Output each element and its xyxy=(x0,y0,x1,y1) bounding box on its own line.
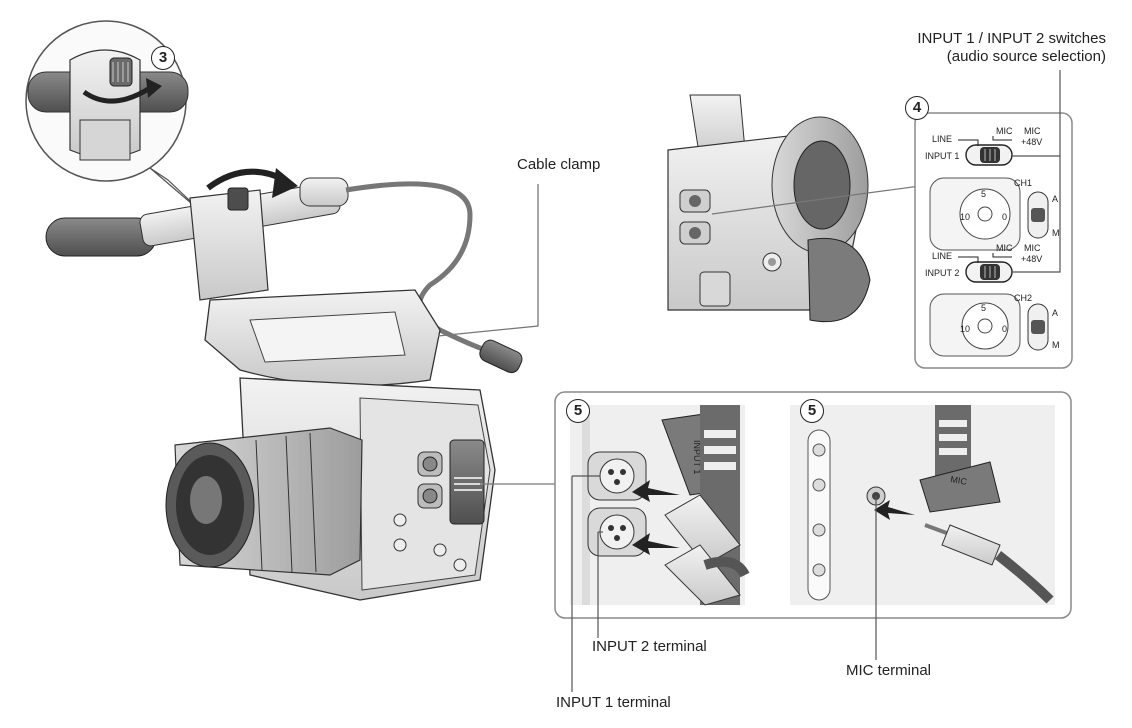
terminals-panel: INPUT 1 xyxy=(554,391,1072,692)
panel-m-1: M xyxy=(1052,228,1060,238)
panel-input1: INPUT 1 xyxy=(925,151,959,161)
input2-terminal-label: INPUT 2 terminal xyxy=(592,638,707,655)
panel-mic48-bottom-1: +48V xyxy=(1021,137,1042,147)
panel-mic48-bottom-2: +48V xyxy=(1021,254,1042,264)
panel-mic48-top-2: MIC xyxy=(1024,243,1041,253)
lens xyxy=(165,427,363,576)
step-3-marker: 3 xyxy=(151,46,175,70)
clamp-magnifier xyxy=(25,20,206,216)
cover-mic-text: MIC xyxy=(950,474,968,487)
panel-dial1-five: 5 xyxy=(981,189,986,199)
panel-dial2-zero: 0 xyxy=(1002,324,1007,334)
panel-ch2: CH2 xyxy=(1014,293,1032,303)
panel-dial2-ten: 10 xyxy=(960,324,970,334)
panel-mic-2: MIC xyxy=(996,243,1013,253)
panel-a-1: A xyxy=(1052,194,1058,204)
switches-subtitle: (audio source selection) xyxy=(946,48,1106,65)
cable-clamp-leader xyxy=(437,184,539,337)
input1-terminal-label: INPUT 1 terminal xyxy=(556,694,671,711)
panel-mic-1: MIC xyxy=(996,126,1013,136)
input-terminals-inset: INPUT 1 xyxy=(570,405,750,606)
switch-panel: LINE MIC MIC +48V INPUT 1 CH1 10 0 5 A M… xyxy=(914,70,1073,369)
switches-title: INPUT 1 / INPUT 2 switches xyxy=(917,30,1106,47)
cable-clamp-label: Cable clamp xyxy=(517,156,601,173)
panel-line-2: LINE xyxy=(932,251,952,261)
camera-closeup xyxy=(667,94,921,323)
panel-line-1: LINE xyxy=(932,134,952,144)
step-4-marker: 4 xyxy=(905,96,929,120)
camera-main xyxy=(45,168,555,601)
panel-dial1-zero: 0 xyxy=(1002,212,1007,222)
panel-ch1: CH1 xyxy=(1014,178,1032,188)
mic-terminal-label: MIC terminal xyxy=(846,662,932,679)
panel-dial1-ten: 10 xyxy=(960,212,970,222)
panel-dial2-five: 5 xyxy=(981,303,986,313)
panel-a-2: A xyxy=(1052,308,1058,318)
panel-mic48-top-1: MIC xyxy=(1024,126,1041,136)
step-5-marker-left: 5 xyxy=(566,399,590,423)
panel-input2: INPUT 2 xyxy=(925,268,959,278)
cover-input1-text: INPUT 1 xyxy=(692,440,702,474)
mic-terminal-inset: MIC xyxy=(790,405,1055,605)
step-5-marker-right: 5 xyxy=(800,399,824,423)
panel-m-2: M xyxy=(1052,340,1060,350)
